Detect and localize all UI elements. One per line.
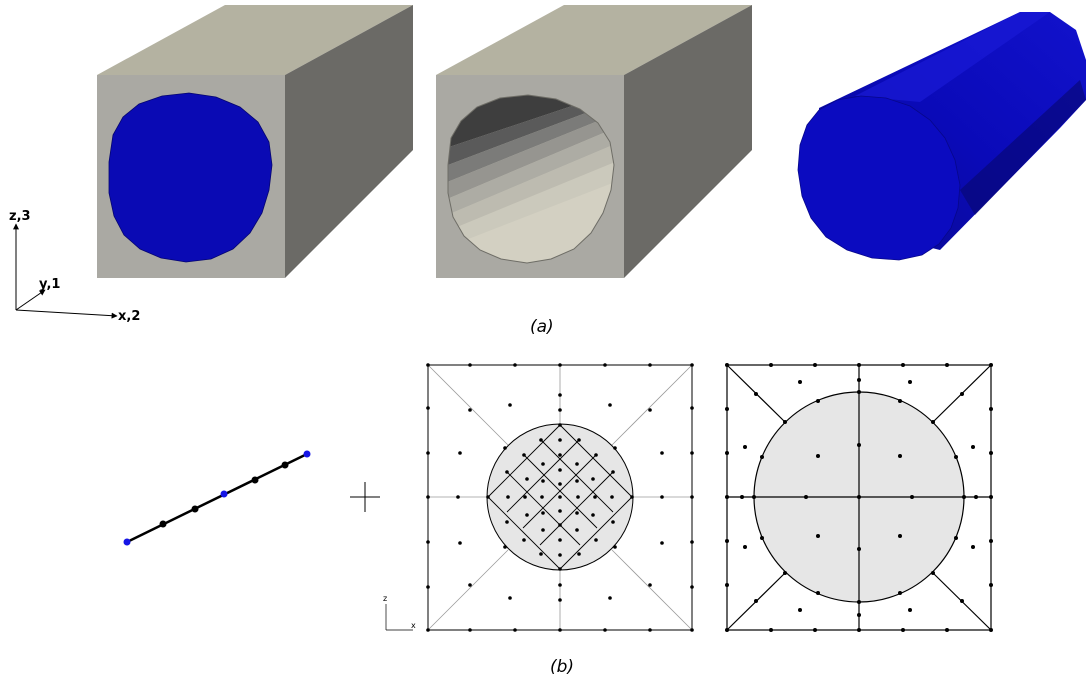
cross-section-mesh-coarse [725, 363, 993, 632]
cylinder-upper-facet [855, 12, 1050, 102]
cylinder-lower-facet [960, 80, 1086, 215]
cylinder-end-cap [797, 95, 961, 261]
y-axis-label: y,1 [39, 277, 60, 292]
line-element-edge [126, 452, 308, 544]
line-node [159, 520, 167, 528]
z-axis-label-2d: z [383, 594, 387, 603]
matrix-with-inclusion-3d [97, 5, 413, 278]
x-axis-label-2d: x [411, 621, 416, 630]
cross-section-mesh-fine [426, 363, 694, 632]
y-axis-line [15, 289, 46, 311]
caption-a: (a) [530, 317, 554, 337]
box2-hole-outline [447, 94, 615, 264]
axes-2d: z x [383, 594, 416, 631]
line-mid-node [220, 490, 228, 498]
line-end-node-right [303, 450, 311, 458]
inclusion-cylinder-3d [797, 12, 1086, 261]
line-node [251, 476, 259, 484]
box2-side-face [624, 5, 752, 278]
axes-3d: z,3 y,1 x,2 [9, 209, 140, 324]
x-axis-line [15, 309, 118, 319]
panel-a: z,3 y,1 x,2 (a) [9, 5, 1086, 337]
line-element-1d [123, 450, 311, 546]
box1-top-face [97, 5, 413, 75]
plus-symbol [350, 482, 380, 512]
box1-side-face [285, 5, 413, 278]
line-node [191, 505, 199, 513]
line-node [281, 461, 289, 469]
z-axis-label: z,3 [9, 209, 31, 224]
x-axis-label: x,2 [118, 309, 140, 324]
line-end-node-left [123, 538, 131, 546]
matrix-with-hole-3d [436, 5, 752, 278]
panel-b: z x [123, 363, 993, 677]
box1-inclusion-face [108, 92, 273, 263]
box2-top-face [436, 5, 752, 75]
caption-b: (b) [550, 657, 574, 677]
